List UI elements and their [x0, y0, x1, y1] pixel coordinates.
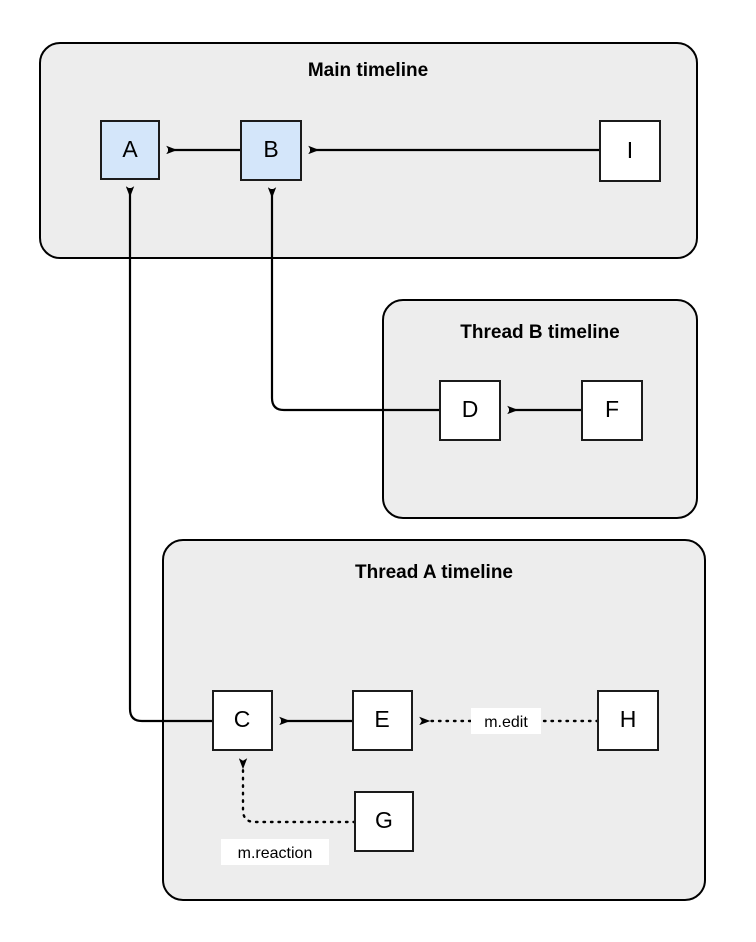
node-e[interactable]: E [352, 690, 413, 751]
node-label-c: C [234, 706, 251, 732]
node-box-e[interactable] [352, 690, 413, 751]
edge-label-m-reaction: m.reaction [221, 839, 329, 865]
group-title-main: Main timeline [308, 60, 428, 81]
node-i[interactable]: I [599, 120, 661, 182]
node-h[interactable]: H [597, 690, 659, 751]
edge-layer [125, 145, 600, 824]
node-b[interactable]: B [240, 120, 302, 181]
node-label-d: D [462, 396, 479, 422]
group-title-thread-a: Thread A timeline [355, 562, 513, 583]
node-label-g: G [375, 807, 393, 833]
node-label-e: E [374, 706, 389, 732]
edge-label-m-edit: m.edit [471, 708, 541, 734]
node-box-g[interactable] [354, 791, 414, 852]
node-a[interactable]: A [100, 120, 160, 180]
node-box-h[interactable] [597, 690, 659, 751]
node-box-f[interactable] [581, 380, 643, 441]
node-label-i: I [627, 137, 633, 163]
edge-g-to-c [238, 758, 357, 824]
edge-c-to-a [125, 186, 213, 723]
edge-d-to-b [267, 187, 440, 412]
edge-label-m-reaction-backplate [221, 839, 329, 865]
node-box-a[interactable] [100, 120, 160, 180]
node-f[interactable]: F [581, 380, 643, 441]
node-box-i[interactable] [599, 120, 661, 182]
node-label-h: H [620, 706, 637, 732]
node-c[interactable]: C [212, 690, 273, 751]
node-box-b[interactable] [240, 120, 302, 181]
node-label-b: B [263, 136, 278, 162]
node-d[interactable]: D [439, 380, 501, 441]
group-title-thread-b: Thread B timeline [460, 322, 619, 343]
node-label-a: A [122, 136, 138, 162]
node-box-c[interactable] [212, 690, 273, 751]
node-g[interactable]: G [354, 791, 414, 852]
node-label-f: F [605, 396, 619, 422]
node-box-d[interactable] [439, 380, 501, 441]
edge-label-m-edit-text: m.edit [484, 714, 528, 731]
edge-label-m-edit-backplate [471, 708, 541, 734]
edge-label-m-reaction-text: m.reaction [238, 845, 313, 862]
